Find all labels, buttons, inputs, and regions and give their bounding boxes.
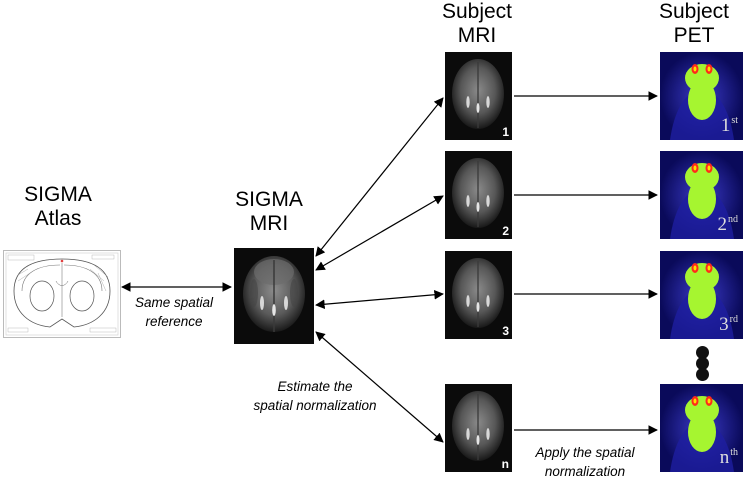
atlas-heading-line2: Atlas [34, 207, 82, 230]
subject-pet-heading: Subject PET [644, 0, 744, 48]
pet-ordinal-suffix: th [730, 447, 738, 458]
continuation-dot [696, 346, 709, 359]
apply-normalization-label: Apply the spatial normalization [512, 443, 658, 481]
subject-pet-ordinal: 3rd [719, 314, 738, 336]
subject-pet-1: 1st [660, 52, 743, 140]
estimate-normalization-line1: Estimate the [277, 379, 353, 394]
subject-pet-ordinal: nth [720, 447, 738, 469]
subject-mri-2: 2 [445, 151, 512, 239]
subject-mri-heading: Subject MRI [428, 0, 526, 48]
subject-pet-2: 2nd [660, 151, 743, 239]
mri-brain-scan [243, 256, 305, 332]
subject-mri-label: 1 [502, 125, 509, 139]
pet-ordinal-suffix: rd [729, 314, 738, 325]
sigma-mri-heading-line2: MRI [249, 212, 289, 235]
pet-ordinal-number: n [719, 447, 730, 468]
same-spatial-reference-line1: Same spatial [134, 295, 214, 310]
sigma-mri-image [234, 248, 314, 344]
pet-scan [660, 52, 743, 140]
subject-mri-heading-line2: MRI [457, 24, 497, 47]
estimate-normalization-line2: spatial normalization [253, 398, 377, 413]
subject-mri-n: n [445, 384, 512, 472]
continuation-dot [696, 368, 709, 381]
sigma-mri-heading-line1: SIGMA [235, 188, 303, 211]
pet-ordinal-suffix: st [731, 115, 738, 126]
mri-brain-scan [452, 258, 504, 328]
estimate-normalization-label: Estimate the spatial normalization [240, 377, 390, 415]
subject-mri-label: 3 [502, 324, 509, 338]
subject-pet-ordinal: 2nd [718, 214, 739, 236]
subject-mri-label: 2 [502, 224, 509, 238]
continuation-dot [696, 357, 709, 370]
mri-to-subject-2-arrow [315, 195, 444, 271]
subject-pet-3: 3rd [660, 251, 743, 339]
subject-pet-heading-line1: Subject [658, 0, 730, 23]
apply-normalization-line1: Apply the spatial [535, 445, 635, 460]
subject-mri-heading-line1: Subject [441, 0, 513, 23]
subject-mri-1: 1 [445, 52, 512, 140]
sigma-atlas-image [3, 250, 121, 338]
sigma-mri-heading: SIGMA MRI [224, 188, 314, 236]
atlas-heading-line1: SIGMA [24, 183, 92, 206]
subject-pet-heading-line2: PET [673, 24, 715, 47]
pet-ordinal-number: 2 [717, 214, 728, 235]
pet-ordinal-suffix: nd [728, 214, 738, 225]
pet-scan [660, 384, 743, 472]
mri-brain-scan [452, 391, 504, 461]
subject-pet-ordinal: 1st [721, 115, 738, 137]
subject-mri-label: n [501, 457, 509, 471]
subject-mri-3: 3 [445, 251, 512, 339]
same-spatial-reference-line2: reference [145, 314, 203, 329]
mri-brain-scan [452, 158, 504, 228]
mri-to-subject-n-arrow [315, 331, 444, 443]
mri-to-subject-3-arrow [315, 289, 444, 310]
atlas-heading: SIGMA Atlas [8, 183, 108, 231]
pet-ordinal-number: 1 [720, 115, 731, 136]
mri-brain-scan [452, 59, 504, 129]
apply-normalization-line2: normalization [544, 464, 626, 479]
mri-to-subject-1-arrow [315, 97, 444, 257]
subject-pet-n: nth [660, 384, 743, 472]
pet-scan [660, 251, 743, 339]
same-spatial-reference-label: Same spatial reference [118, 293, 230, 331]
atlas-section-drawing [5, 252, 119, 336]
pet-ordinal-number: 3 [719, 314, 729, 335]
pet-scan [660, 151, 743, 239]
